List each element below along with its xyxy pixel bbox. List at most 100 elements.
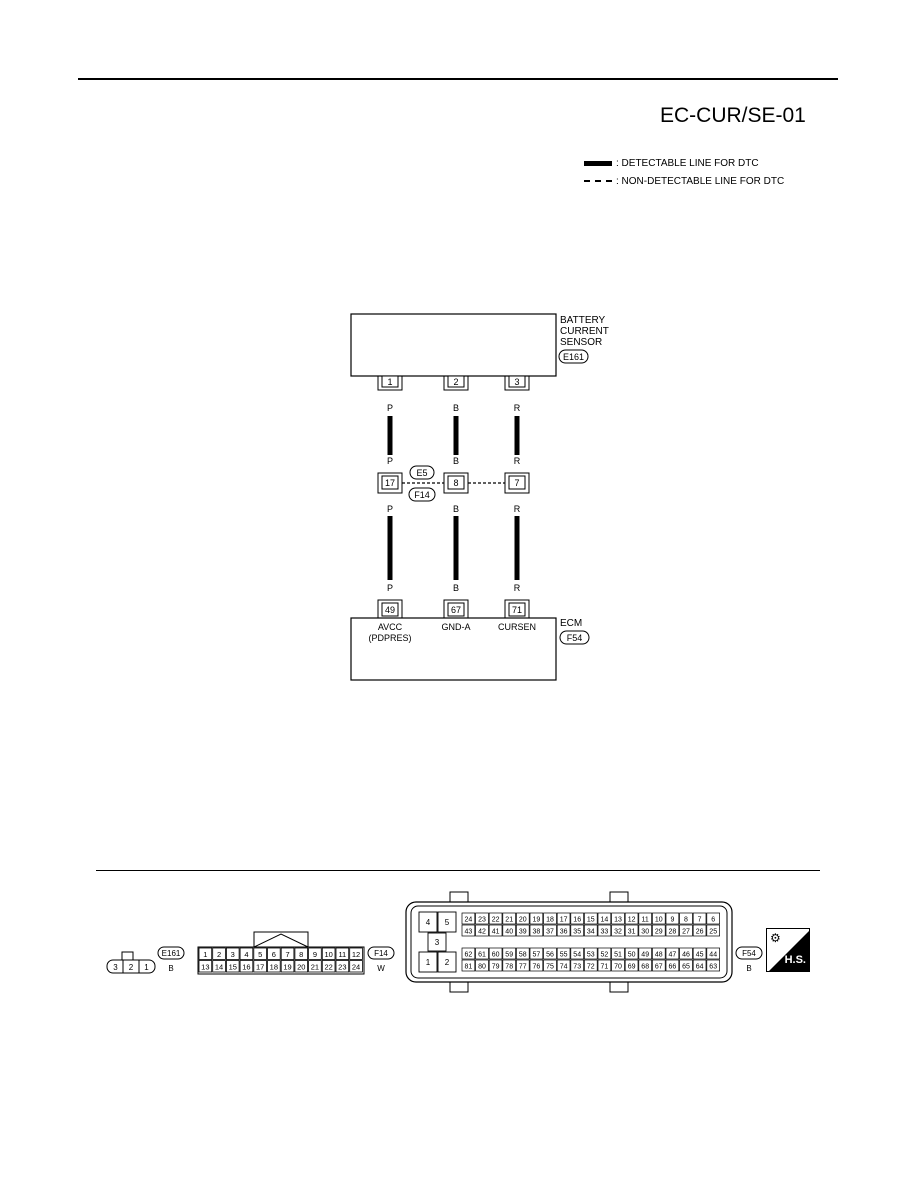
f54-pin: 51 [614,952,622,959]
wire-color-label: P [387,456,393,466]
harness-side-label: H.S. [784,954,806,966]
f14-pin-cell [239,947,254,960]
f54-pin: 63 [709,964,717,971]
f54-pin: 33 [601,929,609,936]
sensor-pin-box [381,375,399,388]
wire-color-label: P [387,504,393,514]
f54-pin-cell [597,912,612,925]
f54-pin-cell [665,947,680,960]
f54-pin-cell [488,959,503,972]
f54-pin: 50 [628,952,636,959]
f54-pin: 58 [519,952,527,959]
f14-pin: 8 [299,950,303,959]
f54-pin: 78 [505,964,513,971]
f14-pin: 21 [311,963,319,972]
f54-pin: 14 [601,917,609,924]
f54-pin: 75 [546,964,554,971]
ecm-terminal-label: (PDPRES) [368,633,411,643]
f54-pin-cell [665,912,680,925]
joint-pin-8: 8 [453,478,458,488]
f14-pin-cell [335,960,350,973]
f54-pin: 47 [669,952,677,959]
f54-pin: 17 [560,917,568,924]
connector-housing [106,959,156,974]
wire-color-label: B [453,504,459,514]
legend-detectable-label: : DETECTABLE LINE FOR DTC [616,157,759,169]
f14-pin-cell [239,960,254,973]
f54-pin: 65 [682,964,690,971]
wire-color-label: B [453,403,459,413]
sensor-connector-id: E161 [563,352,584,362]
f54-small-cell [437,951,457,973]
f54-pin: 62 [465,952,473,959]
ecm-pin-box [381,602,399,617]
f14-pin: 13 [201,963,209,972]
f54-pin-cell [543,959,557,972]
f54-pin-cell [652,912,666,925]
f54-pin: 56 [546,952,554,959]
f54-pin: 38 [533,929,541,936]
ecm-terminal-label: CURSEN [498,622,536,632]
f54-pin: 71 [601,964,609,971]
f54-pin-cell [624,947,639,960]
thick-line-swatch [584,160,612,166]
f14-pin-cell [253,960,267,973]
f14-pin: 6 [272,950,276,959]
f54-pin: 18 [546,917,554,924]
wire-color-label: B [453,456,459,466]
legend-non-detectable: : NON-DETECTABLE LINE FOR DTC [584,172,784,190]
f54-pin: 35 [573,929,581,936]
f54-pin: 11 [642,917,649,924]
f54-pin: 81 [465,964,473,971]
sensor-pin-1: 1 [387,377,392,387]
joint-pin-box [447,475,465,490]
f54-small-cell [427,932,447,952]
ecm-pin-box [447,602,465,617]
f14-pin-cell [321,960,336,973]
sensor-box [350,313,557,377]
diagram-id: EC-CUR/SE-01 [660,104,806,127]
f54-small-pin: 3 [435,938,440,947]
f54-small-pin: 4 [426,918,431,927]
section-rule [96,870,820,871]
f54-pin: 55 [560,952,568,959]
f54-pin-cell [529,924,544,937]
f54-pin-cell [665,924,680,937]
f54-pin: 77 [519,964,527,971]
f54-pin-cell [543,912,557,925]
f54-pin-cell [488,924,503,937]
e161-pin: 2 [129,963,134,972]
harness-tool-icon: ⚙ H.S. [766,928,810,972]
wire-column-3: 3 R R 7 R R 71 [504,375,530,619]
f14-pin: 3 [231,950,235,959]
f54-pin-cell [584,924,598,937]
f54-pin: 64 [696,964,704,971]
f14-pin-cell [253,947,267,960]
f14-pin-cell [335,947,350,960]
f54-pin: 49 [641,952,649,959]
f54-pin: 34 [587,929,595,936]
f14-pin-cell [308,947,322,960]
f54-pin-cell [611,947,625,960]
f54-pin: 52 [601,952,609,959]
f54-pin: 13 [614,917,622,924]
f54-pin: 46 [682,952,690,959]
f54-pin-cell [475,947,489,960]
f54-pin: 79 [492,964,500,971]
f54-pin: 76 [533,964,541,971]
f54-pin: 15 [587,917,595,924]
f54-pin-cell [638,947,652,960]
sensor-name-line-3: SENSOR [560,337,602,348]
f54-pin-cell [597,959,612,972]
f54-pin: 37 [546,929,554,936]
f14-pin-cell [198,960,213,973]
f54-pin: 32 [614,929,622,936]
f54-pin-cell [692,912,707,925]
ecm-box [350,617,557,681]
f54-pin: 72 [587,964,595,971]
f14-pin-cell [321,947,336,960]
f54-pin: 36 [560,929,568,936]
f14-pin: 23 [338,963,346,972]
f54-pin: 25 [709,929,717,936]
